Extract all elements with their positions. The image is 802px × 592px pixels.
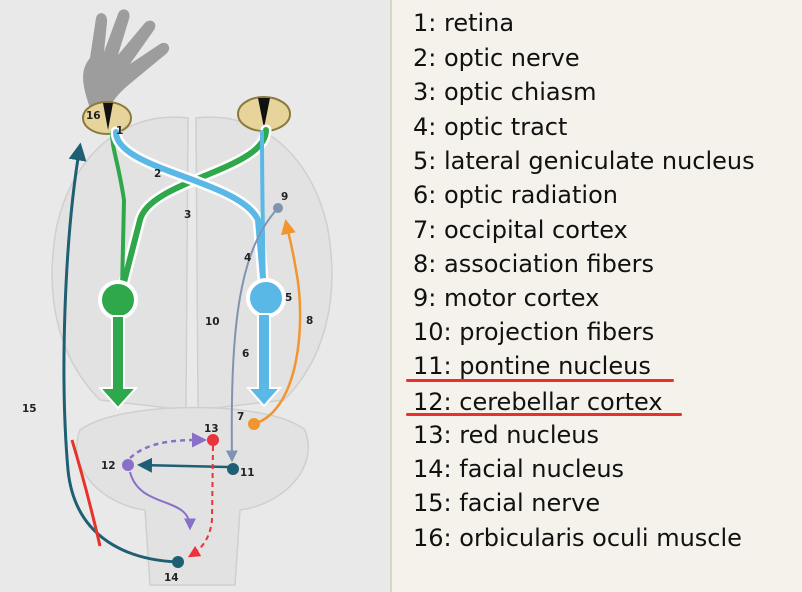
diagram-canvas: 16 1 2 3 4 5 6 7 8 9 10 11 12 13 14 15 bbox=[22, 9, 333, 586]
legend-item-cerebellar-cortex: 12: cerebellar cortex bbox=[413, 388, 663, 416]
legend-panel: 1: retina 2: optic nerve 3: optic chiasm… bbox=[392, 0, 802, 592]
cerebellar-cortex-underline bbox=[406, 413, 682, 416]
pontine-nucleus-node bbox=[227, 463, 239, 475]
brain-outline bbox=[51, 116, 333, 586]
legend-item-red-nucleus: 13: red nucleus bbox=[413, 421, 599, 449]
label-4: 4 bbox=[244, 252, 251, 264]
association-fibers-line bbox=[253, 219, 302, 426]
label-7: 7 bbox=[237, 411, 244, 423]
facial-nerve-line bbox=[62, 142, 179, 564]
red-nucleus-to-facial-arrow bbox=[187, 445, 214, 558]
label-14: 14 bbox=[164, 572, 179, 584]
legend-item-optic-tract: 4: optic tract bbox=[413, 113, 568, 141]
highlight-stroke bbox=[70, 439, 102, 547]
cerebellar-to-red-nucleus-arrow bbox=[129, 432, 207, 459]
legend-item-lateral-geniculate-nucleus: 5: lateral geniculate nucleus bbox=[413, 147, 755, 175]
label-12: 12 bbox=[101, 460, 116, 472]
optic-pathways bbox=[110, 124, 272, 296]
label-5: 5 bbox=[285, 292, 292, 304]
neural-pathway-diagram: 16 1 2 3 4 5 6 7 8 9 10 11 12 13 14 15 bbox=[0, 0, 390, 592]
label-3: 3 bbox=[184, 209, 191, 221]
legend-item-orbicularis-oculi-muscle: 16: orbicularis oculi muscle bbox=[413, 524, 742, 552]
label-8: 8 bbox=[306, 315, 313, 327]
left-eye-icon bbox=[82, 101, 132, 135]
right-eye-icon bbox=[237, 96, 291, 132]
legend-item-association-fibers: 8: association fibers bbox=[413, 250, 655, 278]
right-optic-radiation-arrow bbox=[245, 313, 283, 408]
legend-item-pontine-nucleus: 11: pontine nucleus bbox=[413, 352, 651, 380]
label-9: 9 bbox=[281, 191, 288, 203]
legend-item-projection-fibers: 10: projection fibers bbox=[413, 318, 655, 346]
label-2: 2 bbox=[154, 168, 161, 180]
legend-item-optic-nerve: 2: optic nerve bbox=[413, 44, 580, 72]
blue-optic-pathway-right bbox=[260, 130, 266, 292]
panel-divider bbox=[390, 0, 392, 592]
pontine-nucleus-underline bbox=[406, 379, 674, 382]
legend-item-facial-nucleus: 14: facial nucleus bbox=[413, 455, 625, 483]
left-lgn-circle bbox=[98, 280, 138, 320]
label-16: 16 bbox=[86, 110, 101, 122]
blue-optic-pathway bbox=[113, 129, 267, 293]
legend-item-facial-nerve: 15: facial nerve bbox=[413, 489, 601, 517]
diagram-labels: 16 1 2 3 4 5 6 7 8 9 10 11 12 13 14 15 bbox=[22, 110, 313, 584]
label-6: 6 bbox=[242, 348, 249, 360]
label-11: 11 bbox=[240, 467, 255, 479]
cerebellar-cortex-node bbox=[122, 459, 134, 471]
label-10: 10 bbox=[205, 316, 220, 328]
left-optic-radiation-arrow bbox=[97, 315, 139, 410]
legend-item-optic-chiasm: 3: optic chiasm bbox=[413, 78, 597, 106]
legend-item-retina: 1: retina bbox=[413, 9, 515, 37]
projection-fibers-line bbox=[225, 207, 279, 463]
right-lgn-circle bbox=[246, 278, 286, 318]
hand-shadow-illustration bbox=[83, 9, 170, 113]
cerebellar-to-facial-arrow bbox=[129, 471, 196, 531]
legend-item-occipital-cortex: 7: occipital cortex bbox=[413, 216, 628, 244]
legend-item-motor-cortex: 9: motor cortex bbox=[413, 284, 600, 312]
legend-item-optic-radiation: 6: optic radiation bbox=[413, 181, 618, 209]
label-13: 13 bbox=[204, 423, 219, 435]
label-15: 15 bbox=[22, 403, 37, 415]
red-nucleus-node bbox=[207, 434, 219, 446]
label-1: 1 bbox=[116, 125, 123, 137]
